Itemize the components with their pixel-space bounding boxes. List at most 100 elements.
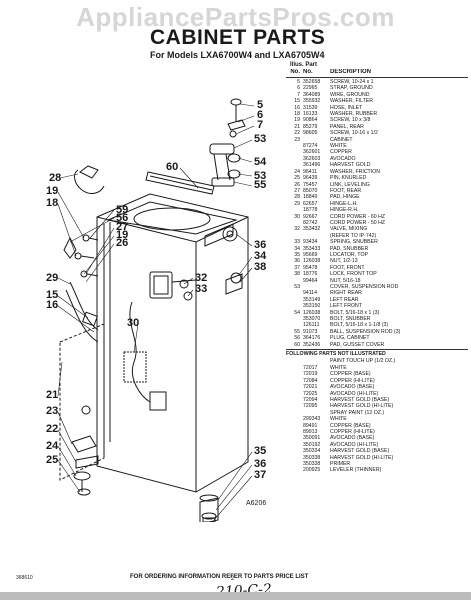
callout-number: 54 xyxy=(254,156,267,168)
part-number: 200925 xyxy=(303,467,321,474)
part-illus-no: 22 xyxy=(294,130,300,137)
part-illus-no: 27 xyxy=(294,187,300,194)
part-number: 87274 xyxy=(303,143,318,150)
part-illus-no: 21 xyxy=(294,123,300,130)
part-description: LOCK, FRONT TOP xyxy=(330,271,377,278)
part-description: LEVELER (THINNER) xyxy=(330,467,382,474)
part-illus-no: 32 xyxy=(294,226,300,233)
part-illus-no: 38 xyxy=(294,271,300,278)
callout-number: 55 xyxy=(254,179,267,191)
cabinet-body xyxy=(96,193,249,493)
part-description: SCREW, 10 x 3/8 xyxy=(330,117,371,124)
section-rule xyxy=(286,349,468,351)
part-number: 72094 xyxy=(303,396,318,403)
part-number: 361496 xyxy=(303,162,321,169)
callout-number: 15 xyxy=(46,289,59,301)
part-description: STRAP, GROUND xyxy=(330,85,373,92)
parts-list-header: Illus. Part No.No.DESCRIPTION xyxy=(286,62,468,76)
part-illus-no: 35 xyxy=(294,251,300,258)
callout-number: 37 xyxy=(254,469,267,481)
part-description: LEFT REAR xyxy=(330,296,359,303)
part-number: 353070 xyxy=(303,316,321,323)
part-number: 362603 xyxy=(303,155,321,162)
part-illus-no: 19 xyxy=(294,117,300,124)
part-number: 90864 xyxy=(303,117,318,124)
bottom-scan-stripe xyxy=(0,592,471,600)
part-number: 91073 xyxy=(303,328,318,335)
part-description: CORD POWER - 50 HZ xyxy=(330,219,386,226)
part-description: PAD, HINGE xyxy=(330,194,360,201)
part-number: 355932 xyxy=(303,98,321,105)
part-description: HARVEST GOLD (BASE) xyxy=(330,448,390,455)
callout-number: 30 xyxy=(127,317,140,329)
part-number: 72019 xyxy=(303,371,318,378)
part-illus-no: 53 xyxy=(294,284,300,290)
part-number: 95669 xyxy=(303,251,318,258)
part-description: FOOT, FRONT xyxy=(330,264,365,271)
part-number: 75457 xyxy=(303,181,318,188)
part-number: 82742 xyxy=(303,219,318,226)
part-illus-no: 37 xyxy=(294,264,300,271)
part-description: HARVEST GOLD (HI-LITE) xyxy=(330,403,394,410)
part-illus-no: 7 xyxy=(297,91,300,98)
callout-number: 24 xyxy=(46,440,59,452)
part-illus-no: 55 xyxy=(294,328,300,335)
callout-number: 56 xyxy=(116,212,129,224)
part-description: NUT, 1/2-13 xyxy=(330,258,358,265)
callout-number: 33 xyxy=(195,283,208,295)
part-description: COPPER (HI-LITE) xyxy=(330,377,375,384)
callout-number: 18 xyxy=(46,197,59,209)
part-description: PANEL, REAR xyxy=(330,123,364,130)
part-row: (REFER TO IP-742) xyxy=(286,233,468,239)
callout-number: 21 xyxy=(46,389,59,401)
part-number: 72017 xyxy=(303,364,318,371)
part-row: 362603 AVOCADO xyxy=(286,156,468,162)
part-description: WHITE xyxy=(330,416,347,423)
part-illus-no: 30 xyxy=(294,213,300,220)
part-number: 89913 xyxy=(303,428,318,435)
col-no: No. xyxy=(290,69,300,75)
part-description: PAINT TOUCH UP (1/2 OZ.) xyxy=(330,358,396,365)
part-number: 353150 xyxy=(303,303,321,310)
callout-number: 60 xyxy=(166,161,179,173)
watermark: AppliancePartsPros.com xyxy=(76,2,395,32)
part-number: 96439 xyxy=(303,175,318,182)
part-illus-no: 24 xyxy=(294,168,300,175)
part-description: LINK, LEVELING xyxy=(330,181,370,188)
callout-number: 38 xyxy=(254,261,267,273)
part-description: AVOCADO xyxy=(330,155,356,162)
part-description: WHITE xyxy=(330,143,347,150)
part-description: BOLT, 5/16-18 x 1-1/8 (3) xyxy=(330,322,389,329)
part-row: 200925 LEVELER (THINNER) xyxy=(286,467,468,473)
part-illus-no: 16 xyxy=(294,104,300,111)
callout-number: 34 xyxy=(254,250,267,262)
part-description: HINGE-R.H. xyxy=(330,207,359,214)
